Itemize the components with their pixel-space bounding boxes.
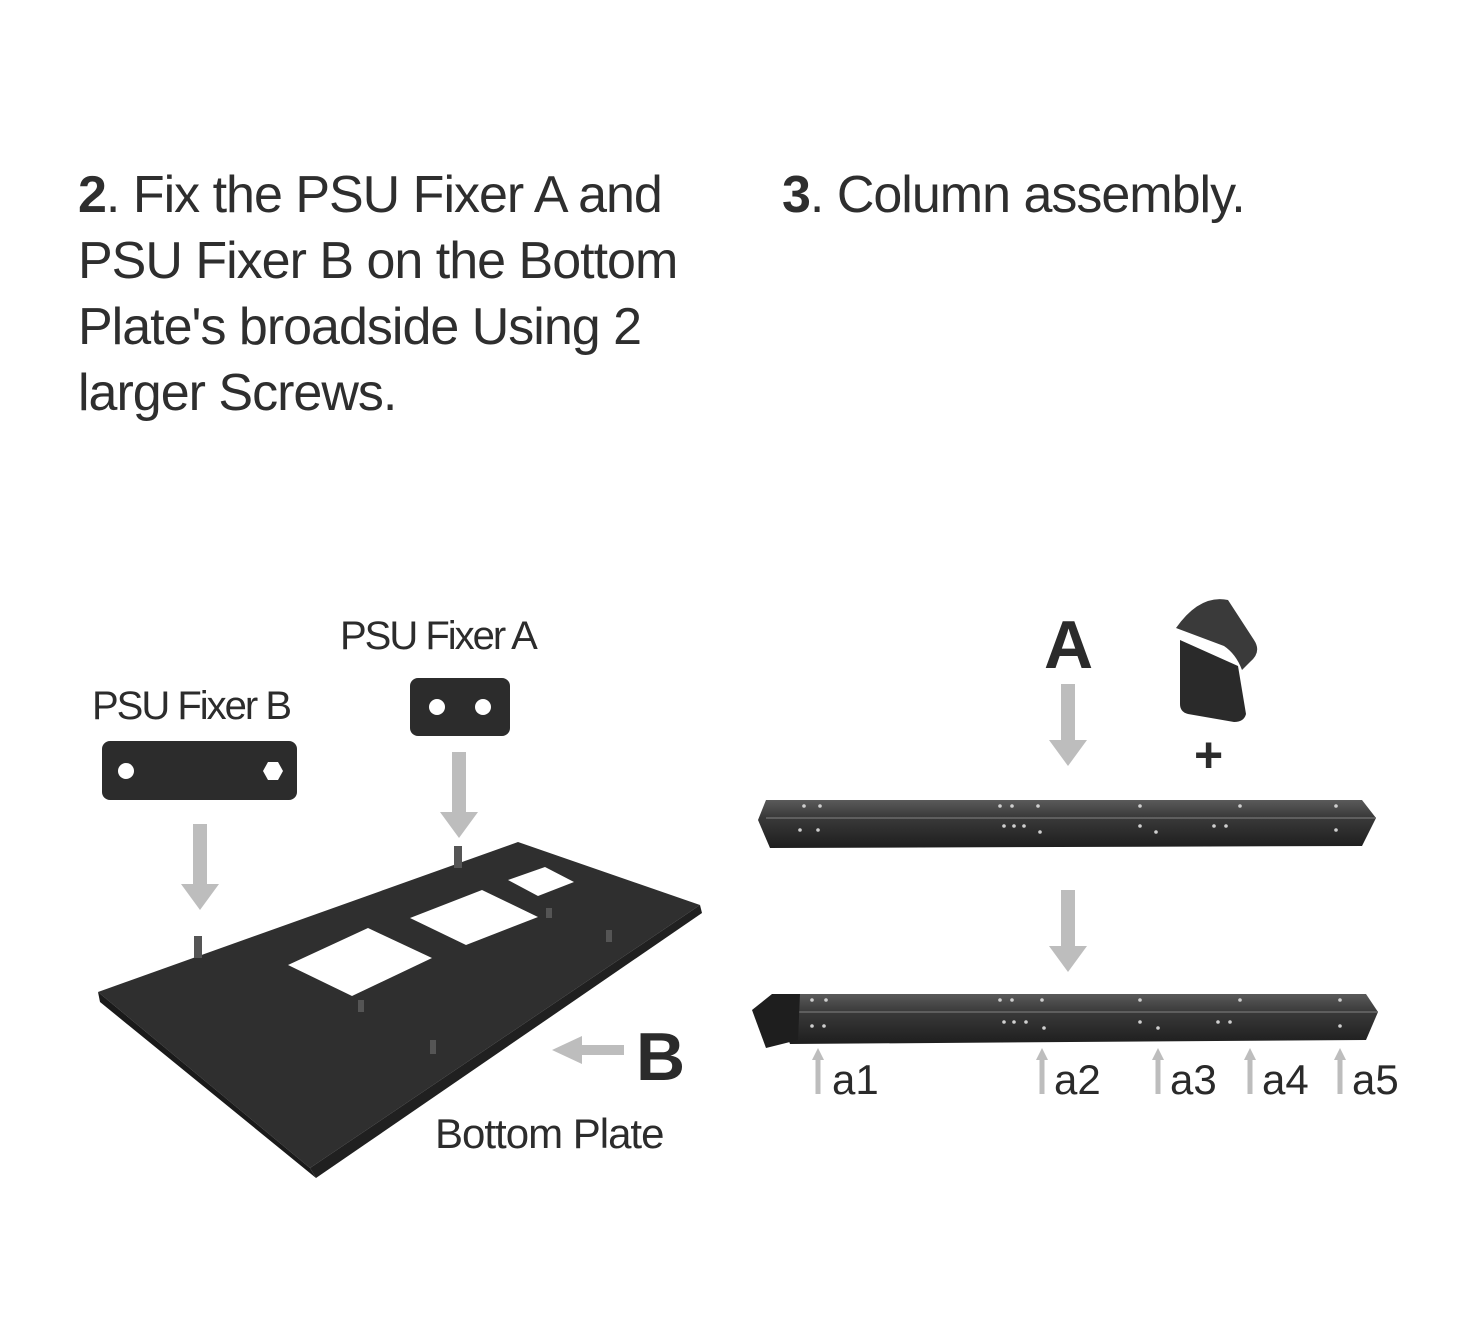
side-b-label: B <box>636 1019 686 1095</box>
psu-fixer-b-label: PSU Fixer B <box>92 684 292 728</box>
arrow-up-icon <box>1152 1048 1164 1094</box>
plate-cutout-3 <box>508 867 574 896</box>
step-3-instruction: 3. Column assembly. <box>782 162 1382 228</box>
arrow-up-icon <box>812 1048 824 1094</box>
arrow-up-icon <box>1036 1048 1048 1094</box>
plus-sign: + <box>1194 727 1224 783</box>
plate-screw-posts <box>194 846 612 1054</box>
step-2-instruction: 2. Fix the PSU Fixer A and PSU Fixer B o… <box>78 162 738 426</box>
position-up-arrows <box>812 1048 1346 1094</box>
arrow-down-icon <box>181 824 219 910</box>
arrow-down-icon <box>440 752 478 838</box>
position-label-a5: a5 <box>1352 1056 1399 1103</box>
down-arrows-left <box>181 752 478 910</box>
arrow-up-icon <box>1334 1048 1346 1094</box>
down-arrows-right <box>1049 684 1087 972</box>
position-label-a3: a3 <box>1170 1056 1217 1103</box>
arrow-down-icon <box>1049 890 1087 972</box>
step-2-number: 2 <box>78 166 107 224</box>
position-label-a4: a4 <box>1262 1056 1309 1103</box>
column-bar-lower <box>752 994 1378 1048</box>
position-label-a1: a1 <box>832 1056 879 1103</box>
psu-fixer-a <box>410 678 510 736</box>
bottom-plate-label: Bottom Plate <box>435 1110 664 1157</box>
arrow-down-icon <box>1049 684 1087 766</box>
corner-cap-part <box>1176 599 1258 722</box>
column-bar-upper <box>758 800 1376 848</box>
plate-cutout-2 <box>410 890 538 945</box>
position-label-a2: a2 <box>1054 1056 1101 1103</box>
arrow-up-icon <box>1244 1048 1256 1094</box>
psu-fixer-a-label: PSU Fixer A <box>340 614 538 658</box>
column-end-cap <box>752 994 800 1048</box>
part-a-label: A <box>1044 607 1094 683</box>
step-3-text: . Column assembly. <box>809 166 1246 224</box>
plate-cutout-1 <box>288 928 432 996</box>
step-2-text: . Fix the PSU Fixer A and PSU Fixer B on… <box>78 166 678 422</box>
psu-fixer-b <box>102 741 297 800</box>
bottom-plate <box>98 842 702 1178</box>
step-3-number: 3 <box>782 166 811 224</box>
arrow-left-icon <box>552 1036 624 1064</box>
